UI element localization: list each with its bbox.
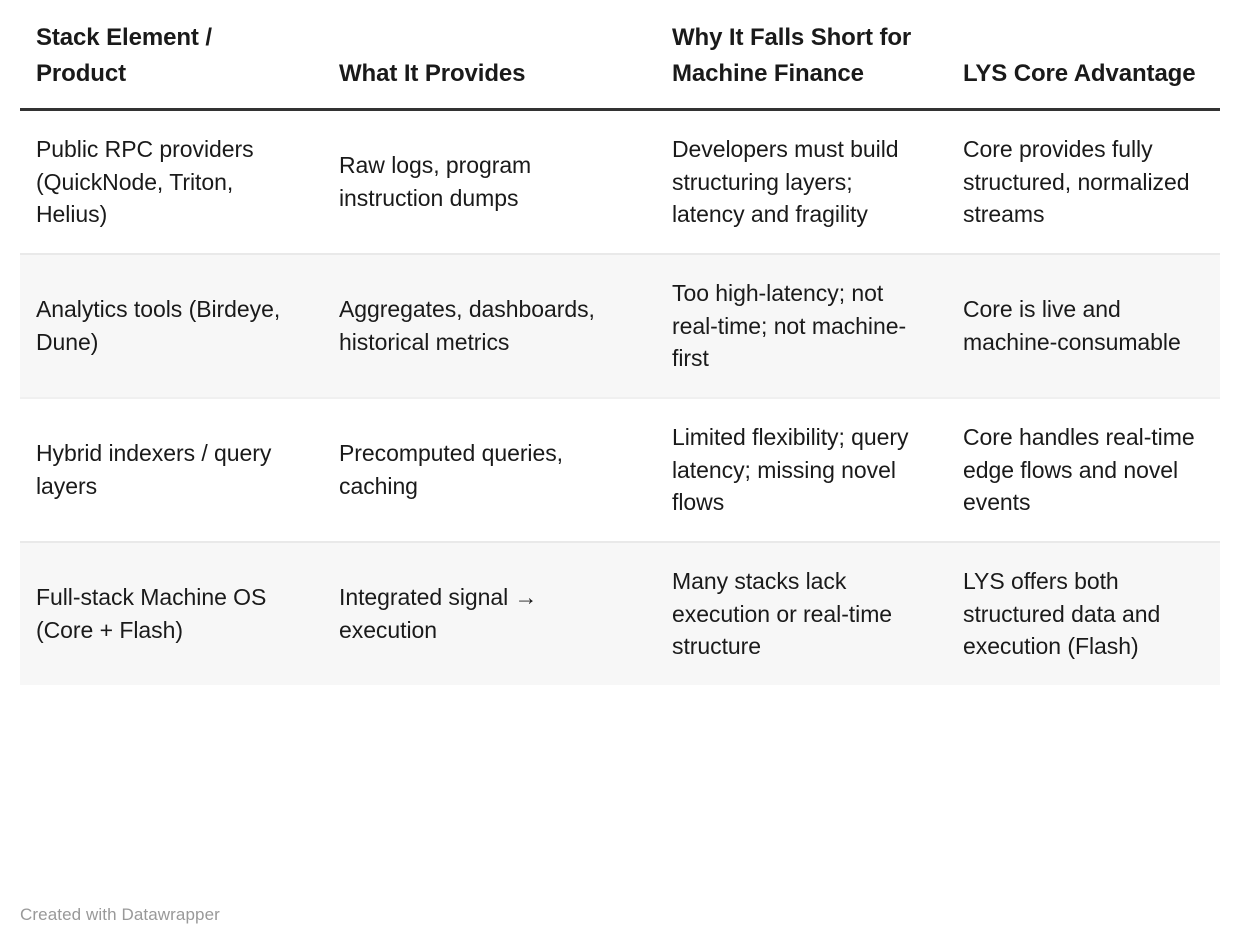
table-row: Analytics tools (Birdeye, Dune) Aggregat… <box>20 252 1220 398</box>
cell-lys-core-advantage: Core provides fully structured, normaliz… <box>963 136 1190 228</box>
cell-why-it-falls-short: Limited flexibility; query latency; miss… <box>656 396 947 542</box>
cell-stack-element: Hybrid indexers / query layers <box>20 396 323 542</box>
column-header-why-it-falls-short[interactable]: Why It Falls Short for Machine Finance <box>672 24 912 87</box>
cell-why-it-falls-short: Many stacks lack execution or real-time … <box>656 540 947 685</box>
cell-lys-core-advantage: Core handles real-time edge flows and no… <box>947 396 1220 542</box>
cell-what-it-provides: Integrated signal → execution <box>323 540 656 685</box>
cell-stack-element: Public RPC providers (QuickNode, Triton,… <box>36 136 254 228</box>
cell-stack-element: Full-stack Machine OS (Core + Flash) <box>20 540 323 685</box>
column-header-what-it-provides[interactable]: What It Provides <box>339 60 526 87</box>
datawrapper-credit[interactable]: Created with Datawrapper <box>20 905 220 924</box>
cell-what-it-provides: Aggregates, dashboards, historical metri… <box>323 252 656 398</box>
table-row: Hybrid indexers / query layers Precomput… <box>20 396 1220 542</box>
table-row: Public RPC providers (QuickNode, Triton,… <box>20 110 1220 254</box>
table-row: Full-stack Machine OS (Core + Flash) Int… <box>20 540 1220 685</box>
cell-what-it-provides: Precomputed queries, caching <box>323 396 656 542</box>
cell-what-it-provides: Raw logs, program instruction dumps <box>339 152 532 211</box>
cell-why-it-falls-short: Developers must build structuring layers… <box>672 136 899 228</box>
table-header: Stack Element / Product What It Provides… <box>20 20 1220 110</box>
cell-lys-core-advantage: Core is live and machine-consumable <box>947 252 1220 398</box>
cell-stack-element: Analytics tools (Birdeye, Dune) <box>20 252 323 398</box>
comparison-table: Stack Element / Product What It Provides… <box>20 20 1220 685</box>
header-row: Stack Element / Product What It Provides… <box>20 20 1220 110</box>
table-body: Public RPC providers (QuickNode, Triton,… <box>20 110 1220 685</box>
table-container: Stack Element / Product What It Provides… <box>20 20 1220 685</box>
cell-lys-core-advantage: LYS offers both structured data and exec… <box>947 540 1220 685</box>
cell-why-it-falls-short: Too high-latency; not real-time; not mac… <box>656 252 947 398</box>
column-header-lys-core-advantage[interactable]: LYS Core Advantage <box>963 60 1196 87</box>
column-header-stack-element[interactable]: Stack Element / Product <box>36 24 212 87</box>
